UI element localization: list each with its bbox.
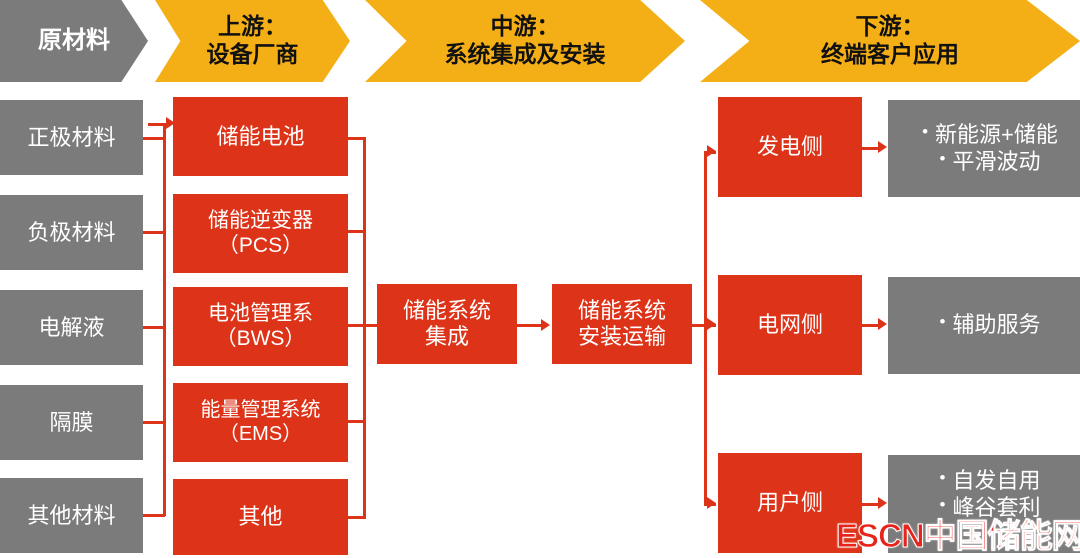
raw-material-label: 隔膜: [49, 409, 94, 435]
arrowhead-generation-to-apps: [878, 141, 887, 153]
connector-upstream-ems: [348, 420, 366, 423]
upstream-box-other: 其他: [173, 479, 348, 555]
midstream-box-integration: 储能系统 集成: [377, 284, 517, 364]
raw-material-box-electrolyte: 电解液: [0, 290, 143, 365]
stage-header-downstream: 下游： 终端客户应用: [700, 0, 1080, 82]
connector-generation-to-apps: [862, 147, 880, 150]
upstream-label: 其他: [238, 504, 283, 530]
midstream-label: 储能系统 安装运输: [577, 298, 666, 349]
application-label: 平滑波动: [952, 148, 1041, 174]
application-label: 峰谷套利: [952, 495, 1041, 520]
stage-header-upstream: 上游： 设备厂商: [155, 0, 350, 82]
connector-raw-electrolyte: [143, 326, 165, 329]
raw-material-box-separator: 隔膜: [0, 385, 143, 460]
stage-header-raw-materials: 原材料: [0, 0, 148, 82]
connector-raw-cathode: [143, 137, 165, 140]
stage-header-midstream: 中游： 系统集成及安装: [365, 0, 685, 82]
raw-material-label: 电解液: [38, 314, 105, 340]
raw-material-label: 其他材料: [27, 502, 116, 528]
list-item: • 新能源+储能: [922, 122, 1058, 149]
downstream-segment-label: 用户侧: [756, 490, 823, 516]
list-item: • 峰谷套利: [940, 495, 1041, 522]
application-label: 新能源+储能: [935, 121, 1058, 147]
raw-material-box-cathode: 正极材料: [0, 100, 143, 175]
raw-material-box-other: 其他材料: [0, 478, 143, 553]
arrowhead-integration-to-installation: [541, 319, 550, 331]
bullet-icon: •: [939, 312, 946, 332]
stage-header-midstream-label: 中游： 系统集成及安装: [444, 13, 606, 67]
application-label: 自发自用: [952, 468, 1041, 494]
bullet-icon: •: [939, 148, 946, 168]
stage-header-downstream-label: 下游： 终端客户应用: [821, 13, 959, 67]
upstream-label: 电池管理系 （BWS）: [208, 301, 313, 350]
raw-material-label: 负极材料: [27, 219, 116, 245]
connector-upstream-battery: [348, 137, 366, 140]
connector-downstream-bus: [704, 151, 707, 503]
connector-raw-anode: [143, 231, 165, 234]
bullet-icon: •: [939, 495, 946, 514]
connector-raw-other: [143, 514, 165, 517]
arrowhead-downstream-grid: [707, 318, 716, 330]
connector-upstream-to-midstream: [363, 324, 387, 327]
midstream-label: 储能系统 集成: [402, 298, 491, 349]
watermark-escn: ESCN中国储能网: [836, 517, 1080, 555]
connector-raw-separator: [143, 421, 165, 424]
upstream-box-pcs: 储能逆变器 （PCS）: [173, 194, 348, 273]
arrowhead-user-to-apps: [878, 497, 887, 509]
upstream-box-bms: 电池管理系 （BWS）: [173, 287, 348, 366]
application-box-grid: • 辅助服务: [888, 277, 1080, 374]
connector-user-to-apps: [862, 503, 880, 506]
connector-raw-to-upstream-riser: [163, 123, 166, 139]
upstream-label: 储能逆变器 （PCS）: [208, 208, 313, 257]
connector-raw-to-upstream: [148, 123, 168, 126]
stage-header-upstream-label: 上游： 设备厂商: [206, 13, 299, 67]
raw-material-box-anode: 负极材料: [0, 195, 143, 270]
connector-upstream-other: [348, 516, 366, 519]
connector-upstream-bus: [363, 137, 366, 518]
connector-grid-to-apps: [862, 324, 880, 327]
raw-material-label: 正极材料: [27, 124, 116, 150]
connector-upstream-bms: [348, 324, 366, 327]
connector-upstream-pcs: [348, 230, 366, 233]
downstream-box-generation: 发电侧: [718, 97, 862, 197]
connector-integration-to-installation: [517, 324, 543, 327]
downstream-box-grid: 电网侧: [718, 275, 862, 375]
downstream-box-user: 用户侧: [718, 453, 862, 553]
stage-header-raw-materials-label: 原材料: [38, 26, 110, 54]
upstream-box-ems: 能量管理系统 （EMS）: [173, 383, 348, 462]
upstream-box-battery: 储能电池: [173, 97, 348, 176]
list-item: • 辅助服务: [940, 312, 1041, 339]
downstream-segment-label: 发电侧: [756, 134, 823, 160]
arrowhead-grid-to-apps: [878, 318, 887, 330]
midstream-box-installation: 储能系统 安装运输: [552, 284, 692, 364]
application-label: 辅助服务: [952, 312, 1041, 338]
bullet-icon: •: [939, 468, 946, 488]
bullet-icon: •: [922, 121, 929, 141]
upstream-label: 储能电池: [216, 123, 305, 149]
arrowhead-downstream-user: [707, 497, 716, 509]
upstream-label: 能量管理系统 （EMS）: [200, 398, 321, 445]
list-item: • 自发自用: [940, 468, 1041, 495]
arrowhead-raw-to-upstream: [166, 117, 175, 129]
application-box-generation: • 新能源+储能 • 平滑波动: [888, 100, 1080, 197]
arrowhead-downstream-generation: [707, 145, 716, 157]
application-box-user: • 自发自用 • 峰谷套利: [888, 455, 1080, 553]
downstream-segment-label: 电网侧: [756, 312, 823, 338]
list-item: • 平滑波动: [940, 149, 1041, 176]
